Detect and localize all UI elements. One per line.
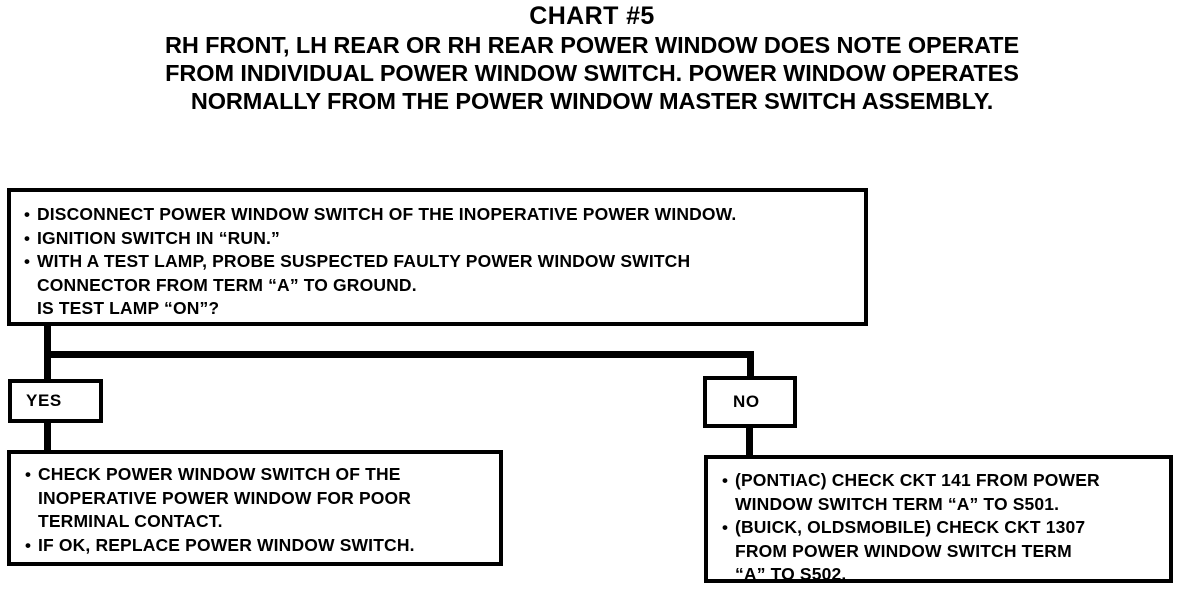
list-item-line: WINDOW SWITCH TERM “A” TO S501.: [735, 493, 1060, 514]
list-item-line: CONNECTOR FROM TERM “A” TO GROUND.: [37, 274, 417, 295]
list-item-line: (PONTIAC) CHECK CKT 141 FROM POWER: [735, 470, 1100, 490]
yes-answer-bullet-list: • CHECK POWER WINDOW SWITCH OF THE INOPE…: [11, 454, 423, 561]
list-item-line: CHECK POWER WINDOW SWITCH OF THE: [38, 464, 401, 484]
branch-yes-label: YES: [26, 391, 62, 410]
list-item-line: INOPERATIVE POWER WINDOW FOR POOR: [38, 487, 412, 508]
connector-branch-horizontal: [44, 351, 754, 358]
list-item: • (BUICK, OLDSMOBILE) CHECK CKT 1307 FRO…: [722, 516, 1100, 587]
list-item: • IF OK, REPLACE POWER WINDOW SWITCH.: [25, 534, 415, 558]
list-item-line: WITH A TEST LAMP, PROBE SUSPECTED FAULTY…: [37, 251, 691, 271]
no-answer-bullet-list: • (PONTIAC) CHECK CKT 141 FROM POWER WIN…: [708, 459, 1108, 591]
list-item-body: (BUICK, OLDSMOBILE) CHECK CKT 1307 FROM …: [735, 516, 1100, 587]
connector-decision-stem: [44, 325, 51, 357]
chart-title-block: CHART #5 RH FRONT, LH REAR OR RH REAR PO…: [0, 2, 1184, 115]
branch-yes-box: YES: [8, 379, 103, 423]
bullet-dot-icon: •: [722, 518, 728, 537]
list-item: • IGNITION SWITCH IN “RUN.”: [24, 227, 736, 251]
connector-no-drop: [747, 351, 754, 380]
connector-yes-drop: [44, 351, 51, 383]
bullet-dot-icon: •: [25, 535, 31, 555]
chart-number: CHART #5: [529, 2, 655, 30]
list-item: • DISCONNECT POWER WINDOW SWITCH OF THE …: [24, 203, 736, 227]
branch-no-box: NO: [703, 376, 797, 428]
decision-box: • DISCONNECT POWER WINDOW SWITCH OF THE …: [7, 188, 868, 326]
list-item-body: WITH A TEST LAMP, PROBE SUSPECTED FAULTY…: [37, 250, 736, 321]
connector-no-to-answer: [746, 425, 753, 458]
bullet-dot-icon: •: [24, 205, 30, 224]
bullet-dot-icon: •: [25, 465, 31, 484]
list-item: • WITH A TEST LAMP, PROBE SUSPECTED FAUL…: [24, 250, 736, 321]
list-item-line: (BUICK, OLDSMOBILE) CHECK CKT 1307: [735, 517, 1086, 537]
list-item-line: FROM POWER WINDOW SWITCH TERM: [735, 540, 1072, 561]
bullet-dot-icon: •: [722, 471, 728, 490]
bullet-dot-icon: •: [24, 228, 30, 248]
no-answer-box: • (PONTIAC) CHECK CKT 141 FROM POWER WIN…: [704, 455, 1173, 584]
chart-subtitle-line-2: FROM INDIVIDUAL POWER WINDOW SWITCH. POW…: [165, 60, 1019, 86]
list-item: • CHECK POWER WINDOW SWITCH OF THE INOPE…: [25, 463, 415, 534]
list-item: • (PONTIAC) CHECK CKT 141 FROM POWER WIN…: [722, 469, 1100, 516]
list-item-body: DISCONNECT POWER WINDOW SWITCH OF THE IN…: [37, 203, 736, 227]
list-item-line: IS TEST LAMP “ON”?: [37, 298, 220, 318]
list-item-line: DISCONNECT POWER WINDOW SWITCH OF THE IN…: [37, 204, 737, 224]
list-item-body: (PONTIAC) CHECK CKT 141 FROM POWER WINDO…: [735, 469, 1100, 516]
yes-answer-box: • CHECK POWER WINDOW SWITCH OF THE INOPE…: [7, 450, 503, 566]
list-item-line: “A” TO S502.: [735, 564, 847, 584]
list-item-body: CHECK POWER WINDOW SWITCH OF THE INOPERA…: [38, 463, 415, 534]
decision-box-bullet-list: • DISCONNECT POWER WINDOW SWITCH OF THE …: [11, 192, 744, 325]
list-item-line: IGNITION SWITCH IN “RUN.”: [37, 227, 280, 248]
list-item-body: IGNITION SWITCH IN “RUN.”: [37, 227, 736, 251]
list-item-line: IF OK, REPLACE POWER WINDOW SWITCH.: [38, 534, 415, 555]
branch-no-label: NO: [733, 392, 760, 411]
connector-yes-to-answer: [44, 420, 51, 453]
list-item-body: IF OK, REPLACE POWER WINDOW SWITCH.: [38, 534, 415, 558]
chart-subtitle-line-1: RH FRONT, LH REAR OR RH REAR POWER WINDO…: [164, 32, 1020, 58]
bullet-dot-icon: •: [24, 252, 30, 271]
chart-subtitle-line-3: NORMALLY FROM THE POWER WINDOW MASTER SW…: [190, 88, 994, 114]
list-item-line: TERMINAL CONTACT.: [38, 511, 223, 531]
